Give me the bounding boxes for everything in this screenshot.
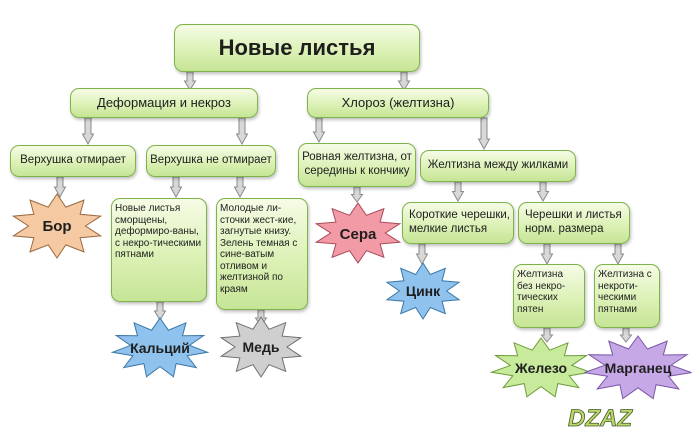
title-box: Новые листья [174,24,420,72]
down-arrow-8 [233,176,247,199]
iron-burst [489,337,593,398]
tip-dies-box: Верхушка отмирает [10,145,136,177]
down-arrow-0 [183,71,197,91]
down-arrow-15 [540,243,554,266]
down-arrow-6 [53,176,67,199]
normal-petioles-box: Черешки и листья норм. размера [518,202,630,244]
normal-petioles-label: Черешки и листья норм. размера [525,209,622,235]
down-arrow-9 [350,186,364,203]
no-necrotic-label: Желтизна без некро-тических пятен [517,269,566,315]
between-veins-label: Желтизна между жилками [427,159,569,172]
chlorosis-box: Хлороз (желтизна) [307,88,489,118]
uniform-yellow-label: Ровная желтизна, от середины к кончику [302,151,412,177]
logo: DZAZ [568,405,634,433]
title: Новые листья [218,35,376,61]
zinc-burst [385,262,461,320]
no-necrotic-box: Желтизна без некро-тических пятен [513,264,585,328]
down-arrow-2 [81,117,95,146]
uniform-yellow-box: Ровная желтизна, от середины к кончику [298,143,416,187]
down-arrow-16 [611,243,625,266]
short-petioles-box: Короткие черешки, мелкие листья [402,202,514,244]
down-arrow-3 [235,117,249,146]
down-arrow-11 [536,181,550,202]
between-veins-box: Желтизна между жилками [420,150,576,182]
iron-label: Железо [514,360,567,376]
boron-label: Бор [42,218,71,235]
down-arrow-4 [312,117,326,144]
down-arrow-1 [397,71,411,91]
tip-not-dies-box: Верхушка не отмирает [146,145,276,177]
arrows [53,71,633,343]
copper-burst [219,316,303,378]
tip-dies-label: Верхушка отмирает [20,154,126,167]
copper-label: Медь [243,339,280,355]
wrinkled-box: Новые листья сморщены, деформиро-ваны, с… [111,198,207,302]
down-arrow-5 [477,117,491,151]
down-arrow-7 [169,176,183,199]
down-arrow-14 [415,243,429,266]
chlorosis-label: Хлороз (желтизна) [341,95,455,111]
calcium-burst [110,317,210,378]
deformation-label: Деформация и некроз [97,95,231,111]
tip-not-dies-label: Верхушка не отмирает [150,154,272,167]
down-arrow-18 [619,327,633,343]
wrinkled-label: Новые листья сморщены, деформиро-ваны, с… [115,203,202,260]
manganese-label: Марганец [605,360,672,376]
boron-burst [11,193,103,259]
zinc-label: Цинк [406,283,441,299]
sulfur-label: Сера [340,226,377,243]
with-necrotic-label: Желтизна с некроти-ческими пятнами [598,269,652,315]
down-arrow-12 [153,301,167,321]
deformation-box: Деформация и некроз [70,88,258,118]
young-leaves-box: Молодые ли-сточки жест-кие, загнутые кни… [216,198,308,310]
down-arrow-10 [451,181,465,202]
short-petioles-label: Короткие черешки, мелкие листья [409,209,511,235]
logo-text: DZAZ [568,405,633,432]
manganese-burst [584,335,692,400]
down-arrow-17 [540,327,554,343]
with-necrotic-box: Желтизна с некроти-ческими пятнами [594,264,660,328]
calcium-label: Кальций [130,340,190,356]
young-leaves-label: Молодые ли-сточки жест-кие, загнутые кни… [220,203,298,295]
sulfur-burst [314,202,402,264]
